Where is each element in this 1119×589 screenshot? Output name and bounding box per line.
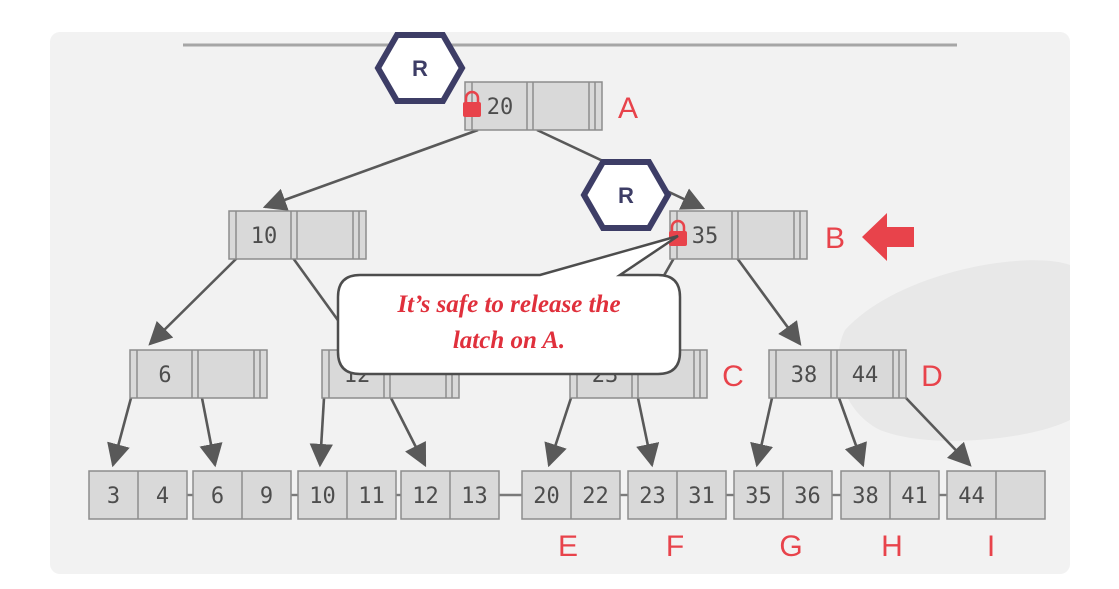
inner-node-a: 20 bbox=[464, 81, 603, 131]
edge-6-to-6 bbox=[199, 397, 223, 468]
node-label-d: D bbox=[921, 360, 943, 393]
leaf-node: 6 9 bbox=[192, 470, 292, 520]
leaf-key: 36 bbox=[794, 484, 821, 509]
callout-text-line-1: It’s safe to release the bbox=[396, 291, 620, 318]
node-label-b: B bbox=[825, 222, 845, 255]
leaf-key: 20 bbox=[533, 484, 560, 509]
leaf-key: 23 bbox=[639, 484, 666, 509]
node-key: 20 bbox=[487, 95, 514, 120]
leaf-node-g: 35 36 bbox=[733, 470, 833, 520]
node-key: 44 bbox=[852, 363, 879, 388]
leaf-key: 44 bbox=[958, 484, 985, 509]
lock-icon bbox=[463, 90, 481, 117]
callout-bubble: It’s safe to release the latch on A. bbox=[336, 234, 682, 376]
leaf-key: 41 bbox=[901, 484, 928, 509]
node-key: 10 bbox=[251, 224, 278, 249]
edge-c-to-23 bbox=[636, 397, 660, 468]
edge-d-to-38 bbox=[837, 397, 867, 468]
svg-text:R: R bbox=[618, 183, 634, 208]
leaf-node-e: 20 22 bbox=[521, 470, 621, 520]
leaf-label-e: E bbox=[558, 530, 578, 563]
lock-icon bbox=[669, 219, 687, 246]
leaf-label-g: G bbox=[779, 530, 802, 563]
red-left-arrow-icon bbox=[862, 213, 914, 261]
leaf-key: 4 bbox=[156, 484, 169, 509]
inner-node-10: 10 bbox=[228, 210, 367, 260]
leaf-key: 11 bbox=[358, 484, 385, 509]
leaf-key: 12 bbox=[412, 484, 439, 509]
leaf-key: 9 bbox=[260, 484, 273, 509]
edge-10-to-12 bbox=[291, 257, 347, 331]
node-key: 35 bbox=[692, 224, 719, 249]
leaf-node: 12 13 bbox=[400, 470, 500, 520]
node-label-c: C bbox=[722, 360, 744, 393]
leaf-label-i: I bbox=[987, 530, 995, 563]
edges bbox=[107, 128, 972, 468]
inner-node-6: 6 bbox=[129, 349, 268, 399]
edge-12-to-10 bbox=[309, 397, 333, 468]
inner-node-d: 38 44 bbox=[768, 349, 907, 399]
edge-b-to-d bbox=[735, 257, 802, 346]
leaf-key: 6 bbox=[211, 484, 224, 509]
node-key: 6 bbox=[158, 363, 171, 388]
callout-text-line-2: latch on A. bbox=[453, 327, 565, 354]
leaf-key: 35 bbox=[745, 484, 772, 509]
leaf-key: 13 bbox=[461, 484, 488, 509]
leaf-key: 10 bbox=[309, 484, 336, 509]
read-latch-a-icon: R bbox=[374, 32, 466, 104]
node-key: 38 bbox=[791, 363, 818, 388]
inner-node-b: 35 bbox=[669, 210, 808, 260]
leaf-node-i: 44 bbox=[946, 470, 1046, 520]
leaf-key: 31 bbox=[688, 484, 715, 509]
leaf-node: 10 11 bbox=[297, 470, 397, 520]
svg-text:R: R bbox=[412, 56, 428, 81]
edge-10-to-6 bbox=[148, 257, 238, 346]
edge-d-to-35 bbox=[750, 397, 774, 468]
leaf-node-f: 23 31 bbox=[627, 470, 727, 520]
leaf-node-h: 38 41 bbox=[840, 470, 940, 520]
edge-6-to-3 bbox=[107, 397, 133, 468]
edge-12-to-12 bbox=[389, 397, 427, 468]
leaf-key: 38 bbox=[852, 484, 879, 509]
node-label-a: A bbox=[618, 92, 638, 125]
read-latch-b-icon: R bbox=[580, 159, 672, 231]
edge-c-to-20 bbox=[544, 397, 573, 468]
leaf-node: 3 4 bbox=[88, 470, 188, 520]
leaf-label-h: H bbox=[881, 530, 903, 563]
leaf-key: 22 bbox=[582, 484, 609, 509]
edge-d-to-44 bbox=[905, 397, 972, 467]
leaf-key: 3 bbox=[107, 484, 120, 509]
edge-a-to-10 bbox=[262, 128, 479, 211]
leaf-label-f: F bbox=[666, 530, 684, 563]
